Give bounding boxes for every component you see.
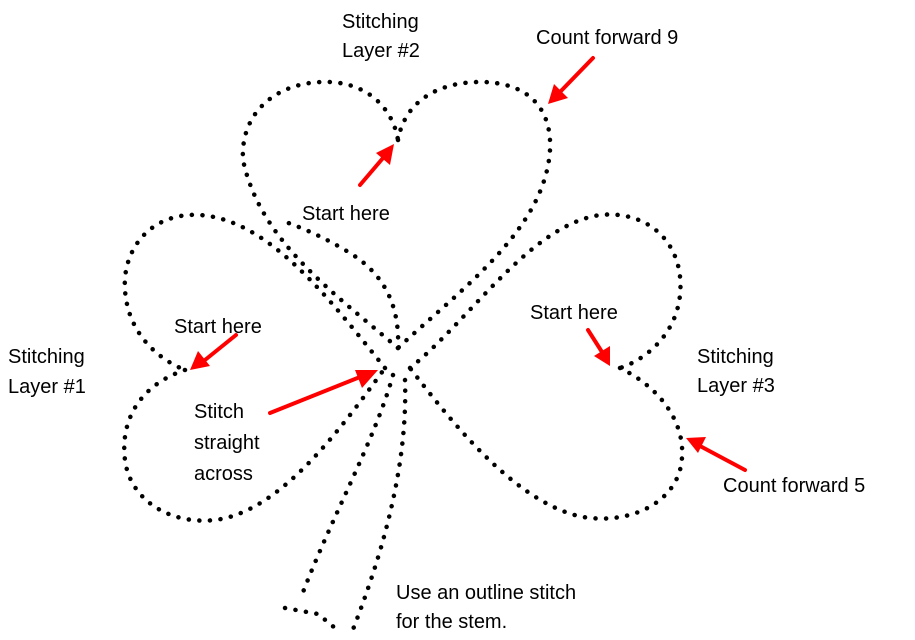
stem-left-stitches — [297, 372, 396, 603]
top-leaf-inner-stitches — [277, 217, 401, 351]
layer2-label-line2: Layer #2 — [342, 40, 420, 62]
start-here-right-label: Start here — [530, 302, 618, 324]
top-leaf-right-lobe-stitches — [395, 79, 553, 351]
stitch-straight-label-line1: Stitch — [194, 401, 244, 423]
stitch-straight-label-line3: across — [194, 463, 253, 485]
start-here-left-label: Start here — [174, 316, 262, 338]
arrow-start-right — [586, 328, 610, 366]
arrow-start-left — [190, 333, 238, 370]
right-leaf-upper-lobe-stitches — [407, 212, 683, 371]
stem-base-stitches — [282, 605, 338, 631]
layer1-label-line2: Layer #1 — [8, 376, 86, 398]
top-leaf-left-lobe-stitches — [240, 79, 401, 351]
left-leaf-upper-lobe-stitches — [122, 212, 388, 373]
layer3-label-line1: Stitching — [697, 346, 774, 368]
layer1-label-line1: Stitching — [8, 346, 85, 368]
arrow-stitch-straight-across — [268, 370, 378, 415]
count-forward-5-label: Count forward 5 — [723, 475, 865, 497]
start-here-top-label: Start here — [302, 203, 390, 225]
layer3-label-line2: Layer #3 — [697, 375, 775, 397]
layer2-label-line1: Stitching — [342, 11, 419, 33]
arrow-count-forward-9 — [548, 56, 595, 104]
right-leaf-lower-lobe-stitches — [407, 365, 685, 521]
stem-note-line2: for the stem. — [396, 611, 507, 633]
arrow-start-top — [358, 144, 394, 187]
left-leaf-lower-lobe-stitches — [122, 365, 388, 523]
stem-note-line1: Use an outline stitch — [396, 582, 576, 604]
stitch-straight-label-line2: straight — [194, 432, 260, 454]
arrow-count-forward-5 — [686, 437, 747, 472]
count-forward-9-label: Count forward 9 — [536, 27, 678, 49]
